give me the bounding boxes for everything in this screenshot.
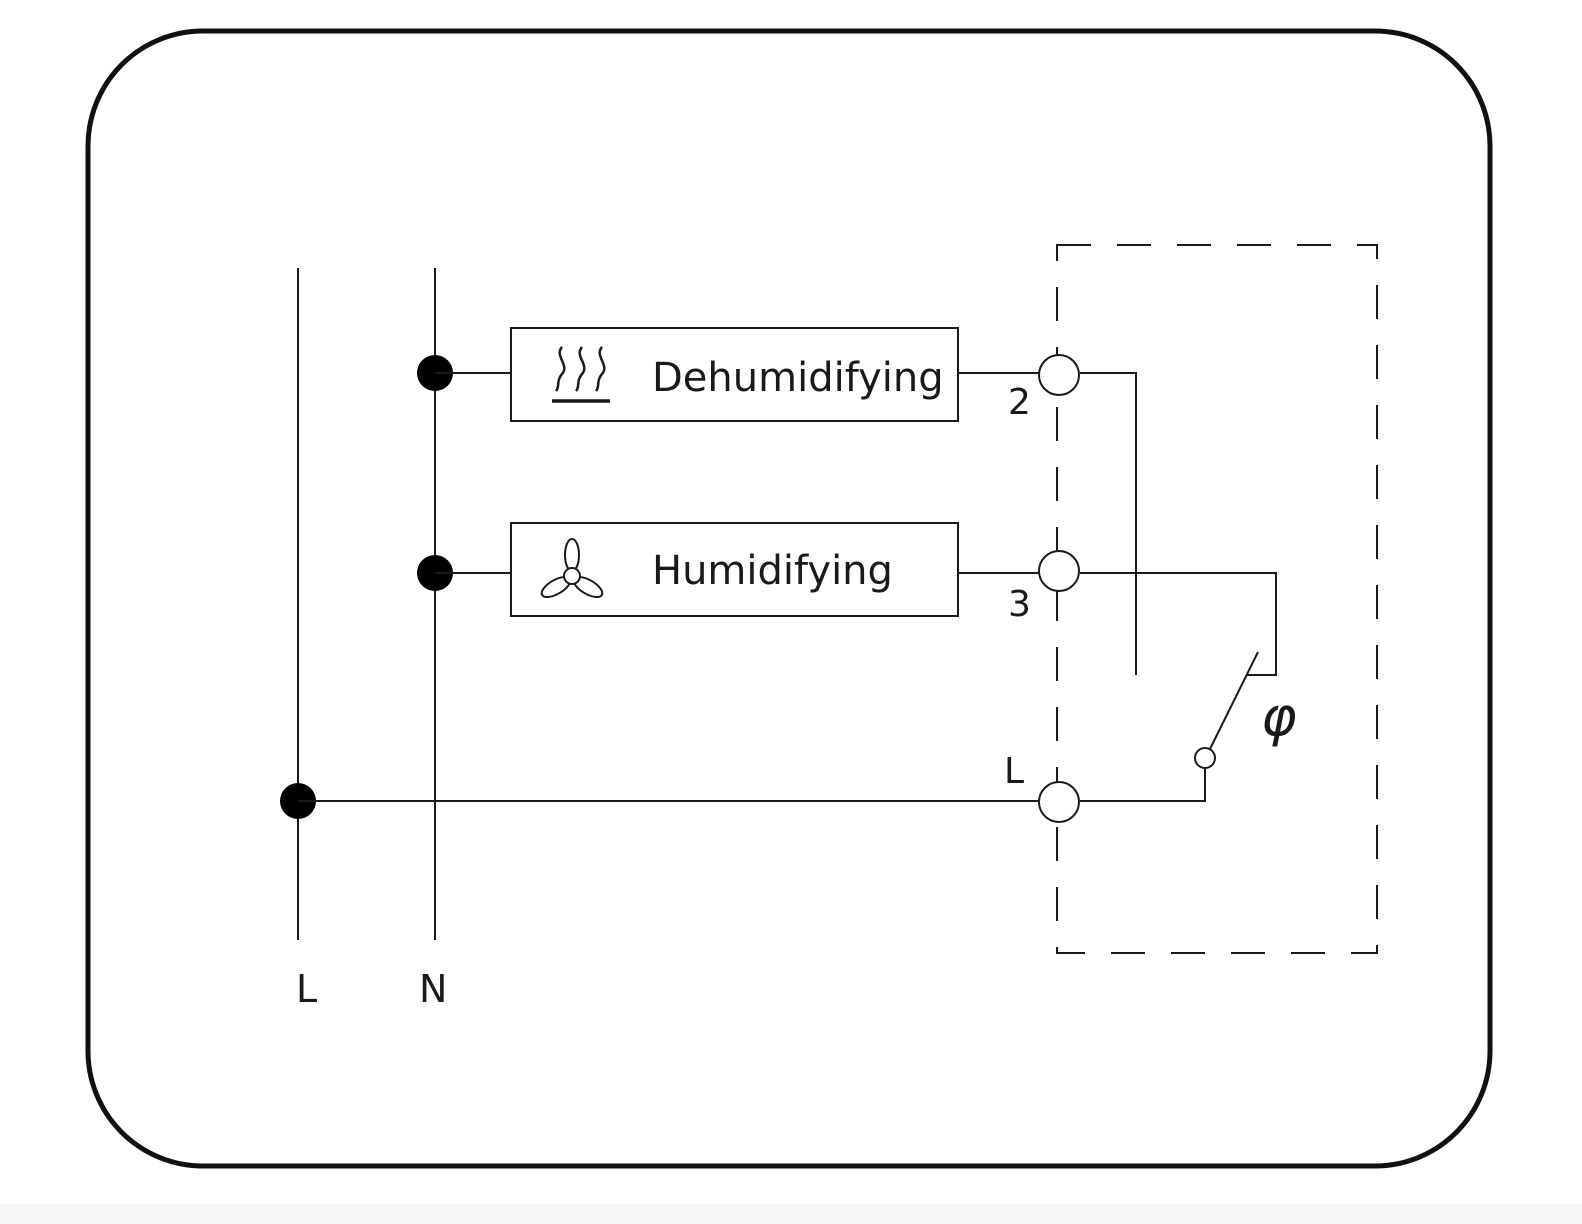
controller-enclosure: [1056, 244, 1378, 954]
terminal-l: [1038, 781, 1080, 823]
internal-wire-t2: [1080, 372, 1137, 675]
terminal-label-3: 3: [1008, 584, 1031, 625]
switch-pivot: [1194, 747, 1216, 769]
heat-waves-icon: [552, 346, 610, 403]
terminal-2: [1038, 354, 1080, 396]
humidity-sensor-symbol: φ: [1261, 685, 1297, 748]
diagram-frame: [85, 28, 1493, 1169]
load-box-humidifying: [510, 522, 959, 617]
bus-label-line: L: [296, 967, 317, 1011]
bottom-band: [0, 1204, 1582, 1224]
load-label-humidifying: Humidifying: [652, 548, 893, 594]
terminal-label-2: 2: [1008, 382, 1031, 423]
terminal-label-l: L: [1004, 751, 1024, 792]
terminal-3: [1038, 550, 1080, 592]
internal-wire-t3: [1080, 572, 1277, 676]
switch-blade: [1209, 651, 1259, 750]
internal-wire-tL: [1080, 769, 1206, 802]
bus-label-neutral: N: [419, 967, 447, 1011]
load-label-dehumidifying: Dehumidifying: [652, 355, 944, 401]
load-box-dehumidifying: [510, 327, 959, 422]
fan-icon: [540, 538, 604, 599]
